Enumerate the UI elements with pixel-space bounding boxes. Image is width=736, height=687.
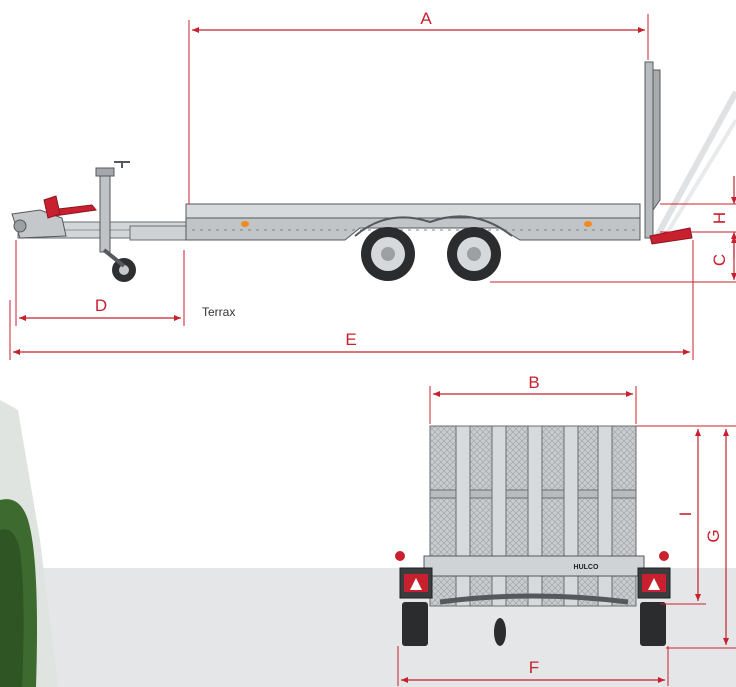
dimension-c: C — [490, 236, 736, 283]
dimension-b: B — [429, 373, 637, 424]
rear-light-right — [637, 551, 671, 599]
brand-text: HULCO — [574, 564, 599, 571]
dimension-e-label: E — [345, 330, 356, 349]
dimension-d: D — [15, 240, 185, 326]
dimension-g-label: G — [704, 529, 723, 542]
dimension-e: E — [9, 240, 694, 360]
dimension-d-label: D — [95, 296, 107, 315]
wheel-front — [361, 227, 415, 281]
dimension-a: A — [188, 9, 649, 204]
dimension-g: G — [636, 425, 736, 649]
dimension-f-label: F — [529, 658, 539, 677]
dimension-h-label: H — [710, 212, 729, 224]
dimension-c-label: C — [710, 254, 729, 266]
dimension-i-label: I — [676, 512, 695, 517]
dimension-b-label: B — [528, 373, 539, 392]
model-name: Terrax — [202, 305, 235, 319]
trailer-rear-view-icon: HULCO — [395, 425, 671, 646]
wheel-rear — [447, 227, 501, 281]
dimension-a-label: A — [420, 9, 432, 28]
dimension-h: H — [660, 176, 736, 258]
trailer-side-view-icon — [11, 61, 736, 282]
rear-light-left — [395, 551, 433, 599]
dimension-f: F — [397, 646, 669, 686]
foliage-decoration — [0, 400, 58, 687]
